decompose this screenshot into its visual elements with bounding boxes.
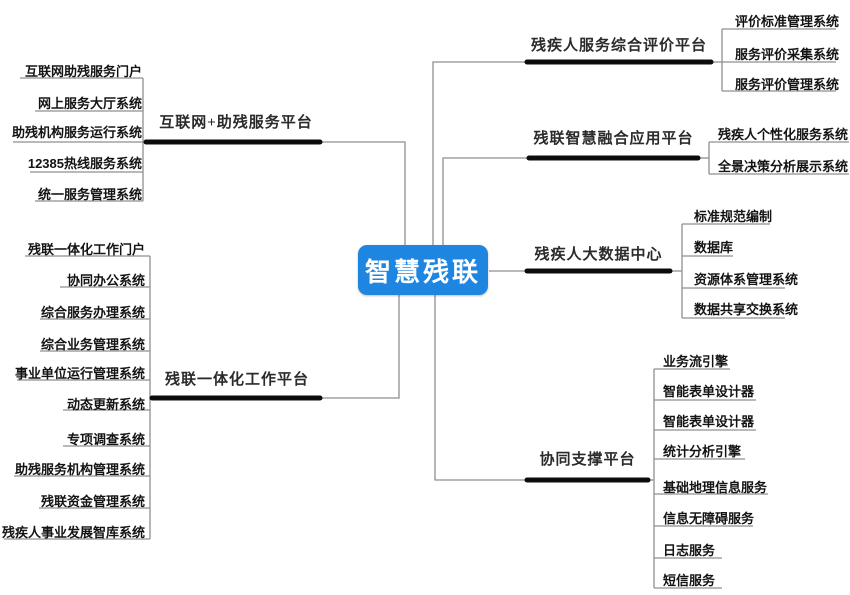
- child-node: 残疾人事业发展智库系统: [1, 525, 145, 540]
- child-node: 日志服务: [663, 543, 716, 558]
- branch-federation-integrated-work-platform: 残联一体化工作平台: [164, 372, 309, 388]
- child-node: 智能表单设计器: [663, 414, 755, 429]
- branch-smart-fusion-application-platform: 残联智慧融合应用平台: [533, 131, 694, 147]
- branch-internet-plus-service-platform: 互联网+助残服务平台: [159, 115, 313, 131]
- child-node: 专项调查系统: [66, 432, 145, 447]
- child-node: 残联一体化工作门户: [27, 242, 145, 257]
- child-node: 数据库: [694, 240, 734, 255]
- child-node: 事业单位运行管理系统: [14, 366, 145, 381]
- child-node: 残疾人个性化服务系统: [718, 127, 849, 142]
- branch-collaborative-support-platform: 协同支撑平台: [539, 452, 636, 468]
- child-node: 评价标准管理系统: [735, 14, 840, 29]
- child-node: 智能表单设计器: [663, 384, 755, 399]
- branch-comprehensive-evaluation-platform: 残疾人服务综合评价平台: [530, 38, 707, 54]
- child-node: 助残服务机构管理系统: [14, 462, 145, 477]
- child-node: 残联资金管理系统: [40, 494, 145, 509]
- child-node: 短信服务: [663, 573, 716, 588]
- child-node: 信息无障碍服务: [663, 511, 755, 526]
- trunk-connectors: [4, 28, 849, 589]
- branch-bars: [143, 59, 714, 483]
- child-node: 综合服务办理系统: [40, 305, 145, 320]
- child-node: 业务流引擎: [663, 354, 729, 369]
- child-node: 服务评价采集系统: [735, 47, 840, 62]
- child-node: 资源体系管理系统: [694, 272, 799, 287]
- child-node: 互联网助残服务门户: [24, 64, 142, 79]
- child-node: 全景决策分析展示系统: [718, 159, 849, 174]
- child-node: 标准规范编制: [694, 209, 773, 224]
- child-node: 数据共享交换系统: [694, 302, 799, 317]
- child-node: 协同办公系统: [66, 273, 145, 288]
- branch-big-data-center: 残疾人大数据中心: [534, 247, 663, 263]
- child-node: 动态更新系统: [66, 397, 145, 412]
- child-node: 统一服务管理系统: [37, 187, 142, 202]
- child-node: 网上服务大厅系统: [37, 96, 142, 111]
- center-node: 智慧残联: [358, 245, 488, 295]
- child-node: 服务评价管理系统: [735, 77, 840, 92]
- child-node: 助残机构服务运行系统: [11, 125, 142, 140]
- child-node: 12385热线服务系统: [27, 156, 142, 171]
- child-node: 综合业务管理系统: [40, 337, 145, 352]
- child-node: 统计分析引擎: [663, 444, 742, 459]
- child-node: 基础地理信息服务: [663, 480, 768, 495]
